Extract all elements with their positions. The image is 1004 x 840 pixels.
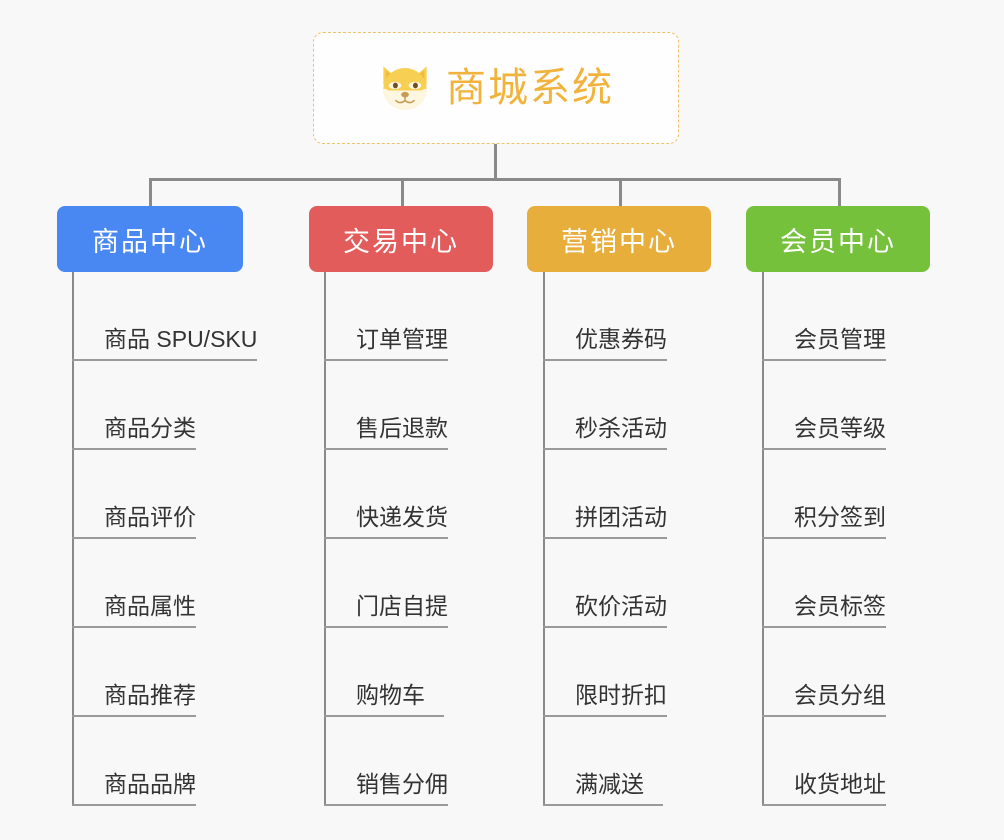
- branch-item[interactable]: 会员管理: [762, 272, 892, 361]
- branch-header-商品中心[interactable]: 商品中心: [57, 206, 243, 272]
- root-title: 商城系统: [446, 66, 614, 110]
- branch-item[interactable]: 快递发货: [324, 450, 454, 539]
- branch-item-underline: [324, 626, 448, 628]
- branch-item[interactable]: 售后退款: [324, 361, 454, 450]
- branch-item-underline: [72, 715, 196, 717]
- branch-item-label: 销售分佣: [356, 771, 448, 797]
- branch-item-label: 会员等级: [794, 415, 886, 441]
- branch-item[interactable]: 会员等级: [762, 361, 892, 450]
- branch-item-underline: [324, 537, 448, 539]
- branch-item[interactable]: 订单管理: [324, 272, 454, 361]
- branch-item[interactable]: 会员标签: [762, 539, 892, 628]
- branch-item[interactable]: 商品属性: [72, 539, 263, 628]
- connector-horizontal-bus: [150, 178, 840, 181]
- branch-item-underline: [543, 537, 667, 539]
- branch-item-label: 商品推荐: [104, 682, 196, 708]
- branch-header-label: 营销中心: [561, 226, 677, 257]
- connector-drop-1: [149, 178, 152, 207]
- branch-header-label: 交易中心: [343, 226, 459, 257]
- branch-item-underline: [324, 448, 448, 450]
- branch-item-label: 商品属性: [104, 593, 196, 619]
- branch-item-label: 会员标签: [794, 593, 886, 619]
- branch-item[interactable]: 会员分组: [762, 628, 892, 717]
- branch-item-underline: [324, 804, 448, 806]
- branch-item-underline: [762, 715, 886, 717]
- shiba-dog-icon: [378, 63, 432, 113]
- branch-spine: [72, 272, 74, 806]
- connector-root-stem: [494, 144, 497, 180]
- branch-header-营销中心[interactable]: 营销中心: [527, 206, 711, 272]
- branch-item-underline: [72, 537, 196, 539]
- branch-item-underline: [762, 626, 886, 628]
- branch-item-underline: [762, 359, 886, 361]
- branch-item[interactable]: 商品分类: [72, 361, 263, 450]
- branch-item-underline: [762, 804, 886, 806]
- branch-item-underline: [72, 359, 257, 361]
- branch-item[interactable]: 商品评价: [72, 450, 263, 539]
- branch-items-column-3: 优惠券码秒杀活动拼团活动砍价活动限时折扣满减送: [543, 272, 673, 806]
- branch-item-underline: [72, 804, 196, 806]
- branch-item[interactable]: 商品 SPU/SKU: [72, 272, 263, 361]
- branch-item-underline: [324, 359, 448, 361]
- root-node[interactable]: 商城系统: [313, 32, 679, 144]
- branch-item-label: 售后退款: [356, 415, 448, 441]
- branch-item[interactable]: 积分签到: [762, 450, 892, 539]
- branch-item-underline: [72, 448, 196, 450]
- branch-item-label: 收货地址: [794, 771, 886, 797]
- branch-item[interactable]: 收货地址: [762, 717, 892, 806]
- branch-item-underline: [543, 804, 663, 806]
- branch-item[interactable]: 购物车: [324, 628, 454, 717]
- branch-item[interactable]: 秒杀活动: [543, 361, 673, 450]
- branch-item-label: 门店自提: [356, 593, 448, 619]
- branch-spine: [762, 272, 764, 806]
- branch-items-column-2: 订单管理售后退款快递发货门店自提购物车销售分佣: [324, 272, 454, 806]
- branch-items-column-4: 会员管理会员等级积分签到会员标签会员分组收货地址: [762, 272, 892, 806]
- connector-drop-2: [401, 178, 404, 207]
- branch-item[interactable]: 商品品牌: [72, 717, 263, 806]
- branch-item[interactable]: 优惠券码: [543, 272, 673, 361]
- branch-item-underline: [762, 537, 886, 539]
- branch-item-underline: [762, 448, 886, 450]
- branch-item-label: 满减送: [575, 771, 644, 797]
- branch-item-label: 积分签到: [794, 504, 886, 530]
- branch-item-underline: [543, 448, 667, 450]
- branch-spine: [543, 272, 545, 806]
- branch-item-label: 商品分类: [104, 415, 196, 441]
- connector-drop-4: [838, 178, 841, 207]
- branch-item-underline: [543, 359, 667, 361]
- branch-item-label: 砍价活动: [575, 593, 667, 619]
- branch-item-label: 订单管理: [356, 326, 448, 352]
- connector-drop-3: [619, 178, 622, 207]
- branch-item[interactable]: 砍价活动: [543, 539, 673, 628]
- branch-item-label: 商品评价: [104, 504, 196, 530]
- branch-item-label: 会员分组: [794, 682, 886, 708]
- branch-item[interactable]: 商品推荐: [72, 628, 263, 717]
- branch-item-label: 购物车: [356, 682, 425, 708]
- branch-item-label: 优惠券码: [575, 326, 667, 352]
- branch-header-会员中心[interactable]: 会员中心: [746, 206, 930, 272]
- branch-header-label: 商品中心: [92, 226, 208, 257]
- branch-spine: [324, 272, 326, 806]
- branch-item-label: 拼团活动: [575, 504, 667, 530]
- branch-header-label: 会员中心: [780, 226, 896, 257]
- branch-item-underline: [543, 715, 667, 717]
- branch-item-label: 会员管理: [794, 326, 886, 352]
- branch-item-underline: [72, 626, 196, 628]
- branch-item[interactable]: 门店自提: [324, 539, 454, 628]
- branch-item[interactable]: 拼团活动: [543, 450, 673, 539]
- branch-item-label: 商品 SPU/SKU: [104, 326, 258, 352]
- branch-item[interactable]: 销售分佣: [324, 717, 454, 806]
- branch-item-label: 快递发货: [356, 504, 448, 530]
- branch-header-交易中心[interactable]: 交易中心: [309, 206, 493, 272]
- branch-item[interactable]: 满减送: [543, 717, 673, 806]
- branch-item-label: 限时折扣: [575, 682, 667, 708]
- branch-item[interactable]: 限时折扣: [543, 628, 673, 717]
- branch-item-underline: [324, 715, 444, 717]
- branch-item-label: 商品品牌: [104, 771, 196, 797]
- branch-items-column-1: 商品 SPU/SKU 商品分类商品评价商品属性商品推荐商品品牌: [72, 272, 263, 806]
- branch-item-label: 秒杀活动: [575, 415, 667, 441]
- branch-item-underline: [543, 626, 667, 628]
